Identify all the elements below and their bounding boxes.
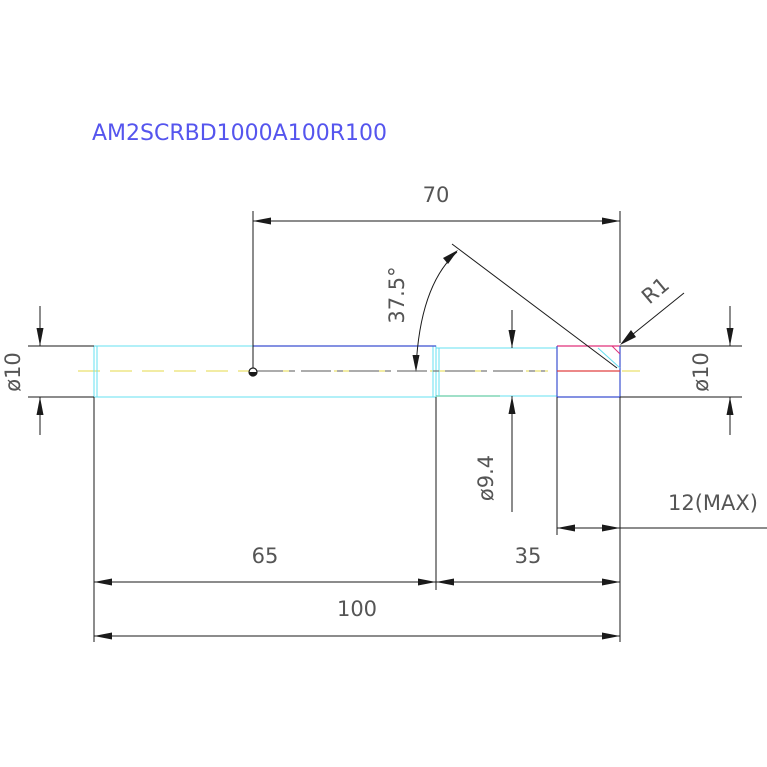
dim-text-r1: R1 (637, 272, 674, 308)
dim-text-12-max: 12(MAX) (668, 491, 758, 515)
arrow-100-right (602, 632, 620, 640)
arrow-dia-left-bottom (36, 397, 44, 415)
arrow-35-left (436, 578, 454, 586)
part-number-title: AM2SCRBD1000A100R100 (92, 121, 387, 146)
tip-corner-line (611, 345, 621, 355)
dimension-dia-right: ø10 (620, 306, 742, 435)
dimension-angle: 37.5° (385, 243, 618, 372)
arrow-100-left (94, 632, 112, 640)
dimension-100: 100 (94, 597, 620, 640)
arrow-dia-neck-bottom (508, 396, 516, 414)
dim-text-70: 70 (423, 183, 450, 207)
arrow-12-left (557, 524, 575, 532)
pivot-point-fill (249, 372, 257, 376)
angle-arrow-bottom (412, 355, 420, 372)
dimension-dia-neck: ø9.4 (474, 310, 516, 512)
dim-text-dia-left: ø10 (1, 352, 25, 392)
arrow-70-left (253, 217, 271, 225)
arrow-12-right (602, 524, 620, 532)
arrow-65-left (94, 578, 112, 586)
dimension-70: 70 (252, 183, 621, 368)
dimension-r1: R1 (620, 272, 685, 345)
arrow-dia-right-bottom (726, 397, 734, 415)
dim-text-100: 100 (337, 597, 377, 621)
arrow-dia-neck-top (508, 330, 516, 348)
dim-text-65: 65 (252, 544, 279, 568)
part-body (78, 345, 640, 398)
arrow-dia-left-top (36, 328, 44, 346)
dimension-65-35: 65 35 (93, 397, 620, 642)
arrow-70-right (602, 217, 620, 225)
dim-text-dia-neck: ø9.4 (474, 455, 498, 501)
dim-text-35: 35 (515, 544, 542, 568)
dim-text-dia-right: ø10 (689, 352, 713, 392)
arrow-35-right (602, 578, 620, 586)
tip-bevel-line (597, 347, 621, 369)
arrow-65-right (418, 578, 436, 586)
r1-arrow (620, 330, 636, 345)
dim-text-angle: 37.5° (385, 266, 409, 323)
dimension-12-max: 12(MAX) (556, 397, 767, 642)
dimension-dia-left: ø10 (1, 306, 94, 435)
angle-arrow-top (443, 250, 458, 264)
arrow-dia-right-top (726, 328, 734, 346)
angle-leg-line (451, 243, 618, 369)
